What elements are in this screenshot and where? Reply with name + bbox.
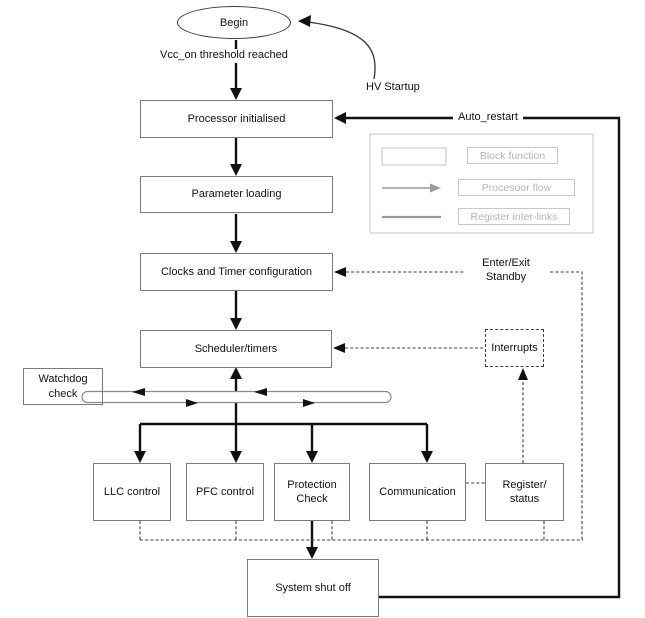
capsule-outline bbox=[81, 390, 392, 404]
begin-terminator: Begin bbox=[177, 6, 291, 39]
hv-startup-label: HV Startup bbox=[366, 81, 420, 95]
vcc-threshold-label: Vcc_on threshold reached bbox=[160, 49, 288, 63]
register-interlink-bus bbox=[81, 388, 392, 407]
legend-frame bbox=[369, 133, 594, 234]
enter-exit-standby-label: Enter/Exit Standby bbox=[464, 257, 548, 285]
node-processor-initialised: Processor initialised bbox=[140, 100, 333, 138]
node-register-status: Register/ status bbox=[485, 463, 564, 521]
enter-exit-dashed-line bbox=[346, 271, 583, 540]
node-parameter-loading: Parameter loading bbox=[140, 176, 333, 213]
auto-restart-label: Auto_restart bbox=[453, 111, 523, 125]
hv-startup-connector bbox=[298, 15, 376, 80]
node-communication: Communication bbox=[369, 463, 466, 521]
node-interrupts: Interrupts bbox=[485, 329, 544, 367]
node-scheduler-timers: Scheduler/timers bbox=[140, 330, 332, 368]
legend-graphics bbox=[369, 133, 594, 234]
node-system-shut-off: System shut off bbox=[247, 559, 379, 617]
legend-block-function-label: Block function bbox=[467, 147, 558, 164]
hv-startup-curve bbox=[307, 21, 376, 80]
legend-register-interlinks-label: Register inter-links bbox=[458, 208, 570, 225]
dashed-links bbox=[139, 271, 583, 541]
dashed-link-arrowheads bbox=[333, 267, 528, 380]
node-clocks-timer-configuration: Clocks and Timer configuration bbox=[140, 253, 333, 291]
legend-block-sample bbox=[381, 147, 447, 166]
hv-startup-arrowhead bbox=[298, 15, 311, 27]
processor-flow-arrowheads bbox=[134, 88, 433, 559]
capsule-arrowheads bbox=[132, 388, 315, 407]
node-pfc-control: PFC control bbox=[186, 463, 264, 521]
node-protection-check: Protection Check bbox=[274, 463, 350, 521]
node-llc-control: LLC control bbox=[93, 463, 171, 521]
legend-flow-sample-arrowhead bbox=[430, 183, 441, 193]
begin-label: Begin bbox=[219, 16, 249, 29]
node-watchdog-check: Watchdog check bbox=[23, 368, 103, 405]
legend-processor-flow-label: Procesoor flow bbox=[458, 179, 575, 196]
